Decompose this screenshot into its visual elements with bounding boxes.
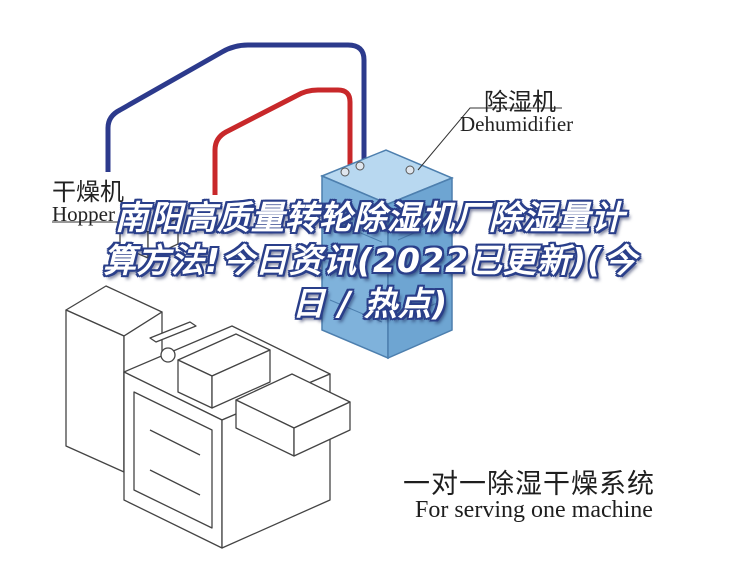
- dehumidifier-unit: [320, 149, 454, 360]
- dehumidifier-label-cn: 除湿机: [484, 88, 556, 116]
- red-pipe: [212, 87, 353, 195]
- caption-en: For serving one machine: [415, 497, 653, 523]
- caption-cn: 一对一除湿干燥系统: [403, 469, 655, 500]
- blue-pipe: [105, 42, 367, 172]
- hopper-label-cn: 干燥机: [52, 178, 124, 206]
- dehumidifier-leader: [417, 107, 562, 171]
- hopper-label-en: Hopper: [52, 202, 115, 226]
- dehumidifier-label-en: Dehumidifier: [460, 112, 574, 136]
- overlay-headline: 南阳高质量转轮除湿机厂除湿量计算方法!今日资讯(2022已更新)(今日 / 热点…: [102, 198, 638, 323]
- molding-machine: [65, 285, 351, 549]
